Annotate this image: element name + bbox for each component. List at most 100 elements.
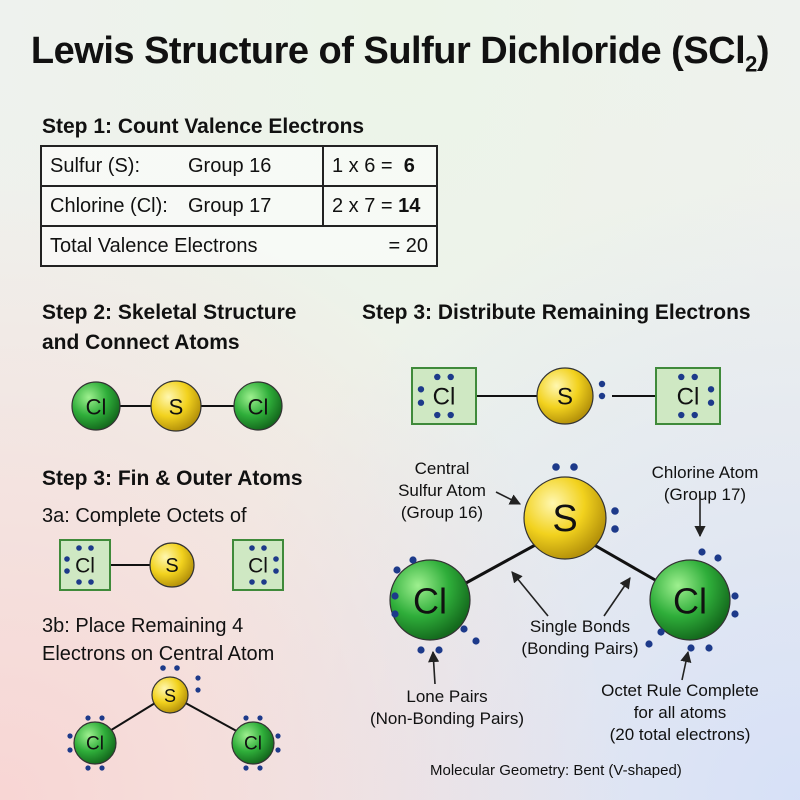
page-title: Lewis Structure of Sulfur Dichloride (SC… bbox=[30, 30, 770, 77]
electron-dot bbox=[645, 640, 653, 648]
electron-dot bbox=[393, 566, 401, 574]
electron-dot bbox=[447, 373, 454, 381]
electron-dot bbox=[417, 646, 425, 654]
electron-dot bbox=[64, 568, 70, 574]
group-label: Group 17 bbox=[188, 195, 272, 217]
chlorine-atom bbox=[649, 559, 731, 641]
octet-box bbox=[59, 539, 111, 591]
chlorine-atom bbox=[71, 381, 121, 431]
electron-dot bbox=[174, 665, 180, 671]
electron-dot bbox=[160, 665, 166, 671]
electron-dot bbox=[243, 715, 249, 721]
electron-dot bbox=[85, 765, 91, 771]
electron-dot bbox=[64, 556, 70, 562]
single-bonds-annotation: Single Bonds (Bonding Pairs) bbox=[521, 617, 639, 658]
step3b-label: 3b: Place Remaining 4 Electrons on Centr… bbox=[42, 615, 275, 665]
electron-dot bbox=[275, 733, 281, 739]
electron-dot bbox=[678, 411, 685, 419]
chlorine-symbol: Cl bbox=[75, 555, 95, 578]
pointer-arrow bbox=[428, 650, 440, 685]
electron-dot bbox=[273, 568, 279, 574]
chlorine-symbol: Cl bbox=[433, 384, 456, 411]
step3-right-heading: Step 3: Distribute Remaining Electrons bbox=[362, 301, 751, 324]
electron-dot bbox=[195, 687, 201, 693]
electron-dot bbox=[85, 715, 91, 721]
electron-dot bbox=[598, 392, 606, 400]
table-row: Total Valence Electrons = 20 bbox=[40, 225, 438, 267]
step3-left-heading: Step 3: Fin & Outer Atoms bbox=[42, 467, 303, 490]
chlorine-atom bbox=[73, 721, 117, 765]
step1-heading: Step 1: Count Valence Electrons bbox=[42, 115, 365, 138]
table-row: Sulfur (S): Group 16 1 x 6 = 6 bbox=[40, 145, 438, 187]
electron-dot bbox=[195, 675, 201, 681]
chlorine-atom-annotation: Chlorine Atom (Group 17) bbox=[651, 463, 759, 504]
table-cell: 2 x 7 = 14 bbox=[322, 185, 438, 227]
electron-dot bbox=[417, 386, 425, 393]
electron-dot bbox=[698, 548, 706, 556]
chlorine-symbol: Cl bbox=[413, 581, 447, 622]
pointer-arrow bbox=[495, 491, 522, 505]
table-row: Chlorine (Cl): Group 17 2 x 7 = 14 bbox=[40, 185, 438, 227]
electron-dot bbox=[417, 399, 425, 406]
electron-dot bbox=[678, 373, 685, 381]
chlorine-symbol: Cl bbox=[86, 395, 107, 420]
electron-dot bbox=[261, 545, 267, 551]
chlorine-symbol: Cl bbox=[244, 734, 262, 755]
electron-dot bbox=[257, 715, 263, 721]
electron-dot bbox=[88, 545, 94, 551]
step2-heading: Step 2: Skeletal Structure and Connect A… bbox=[42, 301, 297, 354]
electron-dot bbox=[435, 646, 443, 654]
total-label: Total Valence Electrons bbox=[50, 234, 258, 257]
sulfur-atom bbox=[149, 542, 195, 588]
calc-result: 14 bbox=[398, 194, 421, 217]
table-cell: Sulfur (S): Group 16 bbox=[40, 145, 324, 187]
chlorine-symbol: Cl bbox=[248, 395, 269, 420]
electron-dot bbox=[249, 545, 255, 551]
electron-dot bbox=[434, 411, 441, 419]
pointer-arrow bbox=[680, 650, 692, 681]
sulfur-symbol: S bbox=[552, 498, 577, 540]
sulfur-symbol: S bbox=[557, 384, 573, 411]
electron-dot bbox=[714, 554, 722, 562]
electron-dot bbox=[257, 765, 263, 771]
table-cell: Total Valence Electrons = 20 bbox=[40, 225, 438, 267]
calc-text: 1 x 6 = bbox=[332, 154, 399, 177]
table-cell: Chlorine (Cl): Group 17 bbox=[40, 185, 324, 227]
calc-result: 6 bbox=[403, 154, 415, 177]
electron-dot bbox=[99, 765, 105, 771]
octet-box bbox=[411, 367, 477, 425]
sulfur-symbol: S bbox=[165, 555, 178, 577]
electron-dot bbox=[611, 525, 619, 533]
electron-dot bbox=[409, 556, 417, 564]
electron-dot bbox=[76, 579, 82, 585]
chlorine-symbol: Cl bbox=[673, 581, 707, 622]
electron-dot bbox=[273, 556, 279, 562]
electron-dot bbox=[570, 463, 578, 471]
electron-dot bbox=[657, 628, 665, 636]
central-atom-annotation: Central Sulfur Atom (Group 16) bbox=[398, 459, 486, 522]
electron-dot bbox=[88, 579, 94, 585]
electron-dot bbox=[391, 610, 399, 618]
chlorine-atom bbox=[231, 721, 275, 765]
electron-dot bbox=[598, 380, 606, 388]
electron-dot bbox=[434, 373, 441, 381]
electron-dot bbox=[707, 386, 715, 393]
electron-dot bbox=[472, 637, 480, 645]
total-value: = 20 bbox=[388, 234, 428, 257]
sulfur-symbol: S bbox=[164, 686, 176, 706]
electron-dot bbox=[447, 411, 454, 419]
electron-dot bbox=[391, 592, 399, 600]
molecular-geometry-label: Molecular Geometry: Bent (V-shaped) bbox=[430, 762, 682, 779]
sulfur-atom bbox=[151, 676, 189, 714]
sulfur-atom bbox=[523, 476, 607, 560]
step3a-label: 3a: Complete Octets of bbox=[42, 505, 247, 527]
pointer-arrow bbox=[603, 577, 631, 617]
valence-electron-table: Sulfur (S): Group 16 1 x 6 = 6 Chlorine … bbox=[40, 145, 438, 267]
group-label: Group 16 bbox=[188, 155, 272, 177]
lone-pairs-annotation: Lone Pairs (Non-Bonding Pairs) bbox=[369, 687, 524, 728]
electron-dot bbox=[99, 715, 105, 721]
electron-dot bbox=[687, 644, 695, 652]
chlorine-atom bbox=[233, 381, 283, 431]
electron-dot bbox=[460, 625, 468, 633]
